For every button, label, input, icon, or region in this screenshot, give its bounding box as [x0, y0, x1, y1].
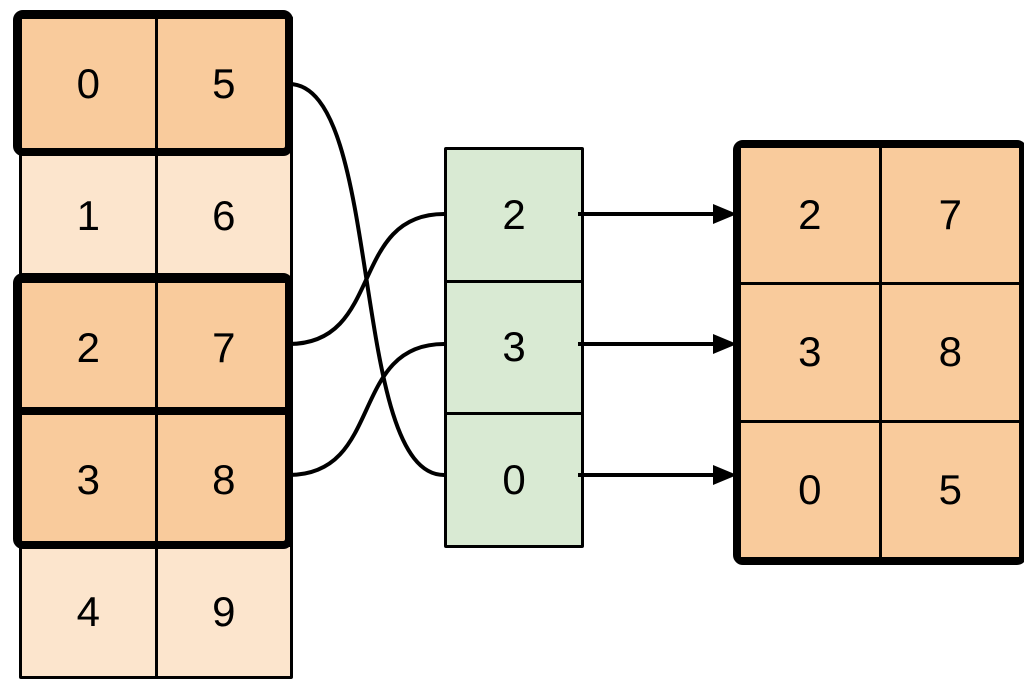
source-cell-r1c0: 1: [22, 151, 155, 280]
source-cell-r1c1: 6: [157, 151, 290, 280]
curve-source-row2-to-index-2: [288, 212, 445, 346]
result-cell-r1c0: 3: [741, 285, 879, 420]
source-cell-r4c1: 9: [157, 547, 290, 676]
index-cell-0: 2: [447, 150, 581, 280]
curve-source-row0-to-index-0: [288, 82, 445, 477]
source-cell-r2c1: 7: [157, 283, 290, 412]
source-cell-r3c0: 3: [22, 415, 155, 544]
result-cell-r1c1: 8: [881, 285, 1019, 420]
source-table: 0 5 1 6 2 7 3 8 4 9: [19, 16, 293, 679]
source-cell-r3c1: 8: [157, 415, 290, 544]
index-column: 2 3 0: [444, 147, 584, 548]
curve-source-row3-to-index-3: [288, 342, 445, 477]
source-cell-r2c0: 2: [22, 283, 155, 412]
result-cell-r2c0: 0: [741, 422, 879, 557]
index-cell-2: 0: [447, 415, 581, 545]
source-cell-r4c0: 4: [22, 547, 155, 676]
result-cell-r0c0: 2: [741, 148, 879, 283]
result-table: 2 7 3 8 0 5: [733, 140, 1024, 565]
result-cell-r0c1: 7: [881, 148, 1019, 283]
source-cell-r0c1: 5: [157, 19, 290, 148]
result-cell-r2c1: 5: [881, 422, 1019, 557]
index-cell-1: 3: [447, 282, 581, 413]
source-cell-r0c0: 0: [22, 19, 155, 148]
